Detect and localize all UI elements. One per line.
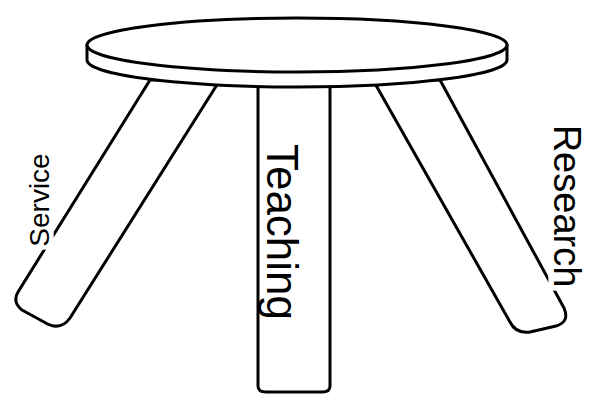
leg-label: Research bbox=[548, 122, 586, 291]
leg-label: Teaching bbox=[260, 141, 304, 323]
stool-leg bbox=[258, 80, 330, 392]
leg-label: Service bbox=[26, 150, 54, 249]
stool-leg bbox=[373, 80, 566, 332]
stool-seat bbox=[87, 18, 507, 72]
stool-leg bbox=[16, 80, 220, 326]
